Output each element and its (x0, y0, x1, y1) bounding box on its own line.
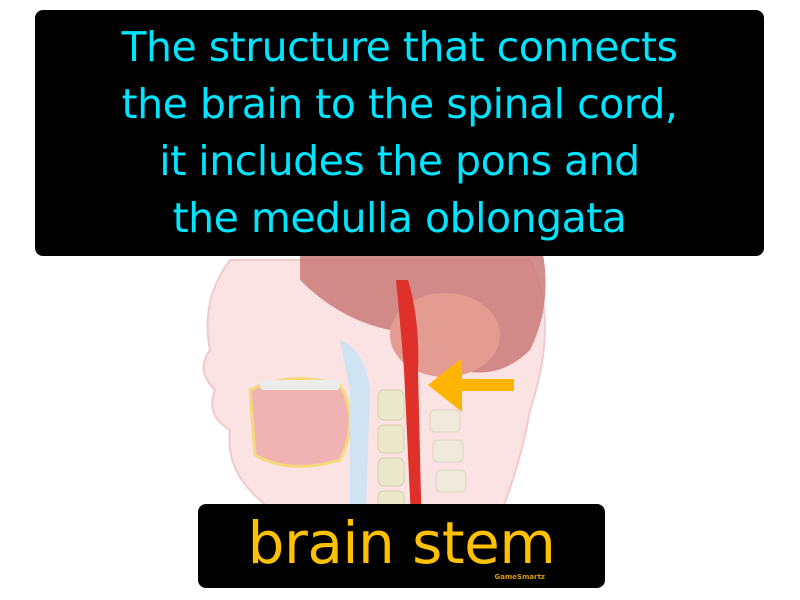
term-text: brain stem (247, 509, 556, 577)
arrow-pointer-icon (428, 358, 514, 412)
term-box: brain stem GameSmartz (198, 504, 605, 588)
definition-box: The structure that connects the brain to… (35, 10, 764, 256)
definition-text: The structure that connects the brain to… (121, 23, 678, 242)
head-anatomy-illustration (202, 240, 546, 540)
brand-watermark: GameSmartz (494, 573, 545, 581)
